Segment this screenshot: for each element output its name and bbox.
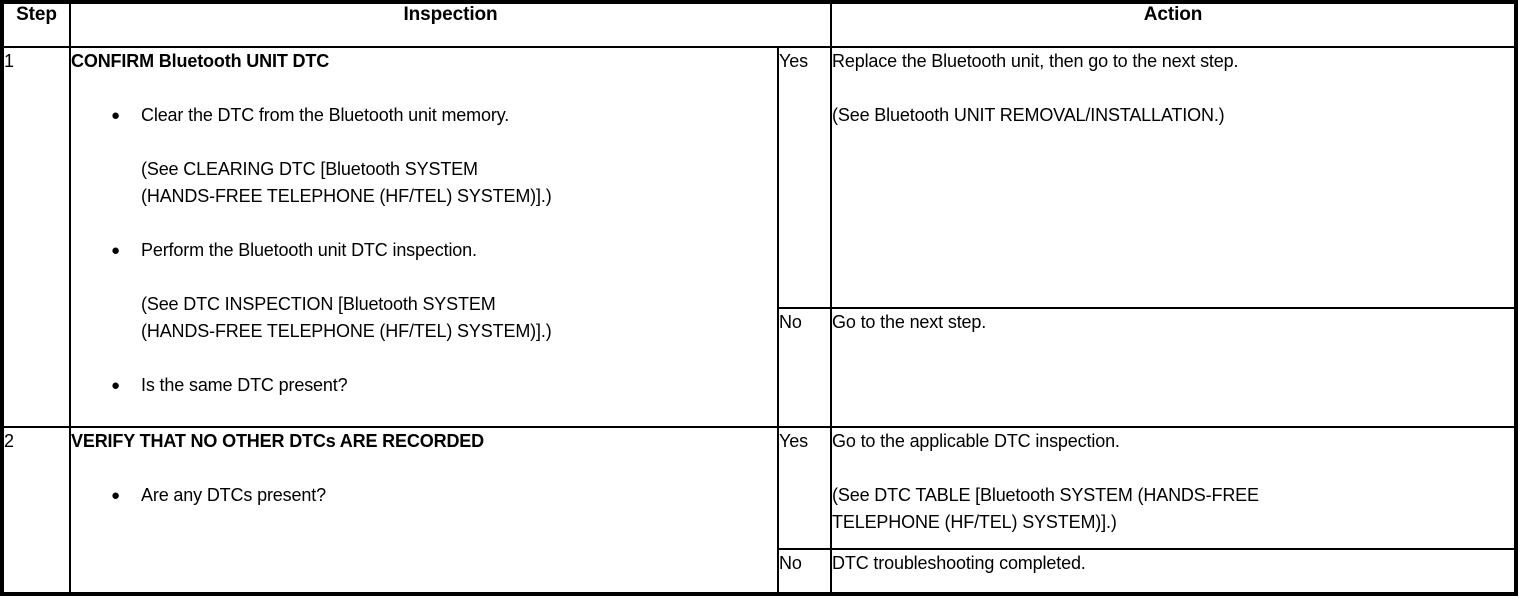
bullet-icon: ● bbox=[111, 487, 120, 504]
reference-line: (HANDS-FREE TELEPHONE (HF/TEL) SYSTEM)].… bbox=[141, 186, 552, 206]
action-cell: Replace the Bluetooth unit, then go to t… bbox=[830, 46, 1518, 309]
table-row: 1 CONFIRM Bluetooth UNIT DTC ● Clear the… bbox=[1, 46, 1518, 428]
inspection-column-header: Inspection bbox=[68, 1, 833, 48]
bullet-item: ● Perform the Bluetooth unit DTC inspect… bbox=[111, 237, 776, 264]
action-reference: (See DTC TABLE [Bluetooth SYSTEM (HANDS-… bbox=[832, 485, 1259, 532]
bullet-icon: ● bbox=[111, 107, 120, 124]
action-text: Replace the Bluetooth unit, then go to t… bbox=[832, 51, 1239, 71]
inspection-cell: VERIFY THAT NO OTHER DTCs ARE RECORDED ●… bbox=[69, 426, 779, 595]
inspection-title: CONFIRM Bluetooth UNIT DTC bbox=[71, 51, 330, 71]
bullet-icon: ● bbox=[111, 242, 120, 259]
reference-line: (See DTC INSPECTION [Bluetooth SYSTEM bbox=[141, 294, 496, 314]
yes-label: Yes bbox=[779, 431, 808, 451]
bullet-icon: ● bbox=[111, 377, 120, 394]
yes-label: Yes bbox=[779, 51, 808, 71]
table-row: 2 VERIFY THAT NO OTHER DTCs ARE RECORDED… bbox=[1, 426, 1518, 595]
header-row: Step Inspection Action bbox=[1, 1, 1518, 48]
no-cell: No bbox=[776, 548, 833, 595]
bullet-text: Perform the Bluetooth unit DTC inspectio… bbox=[141, 240, 477, 260]
bullet-text: Are any DTCs present? bbox=[141, 485, 326, 505]
reference-line: (See CLEARING DTC [Bluetooth SYSTEM bbox=[141, 159, 478, 179]
see-reference: (See CLEARING DTC [Bluetooth SYSTEM (HAN… bbox=[141, 156, 776, 210]
table-row: No DTC troubleshooting completed. bbox=[2, 548, 1518, 595]
bullet-text: Clear the DTC from the Bluetooth unit me… bbox=[141, 105, 510, 125]
see-reference: (See DTC INSPECTION [Bluetooth SYSTEM (H… bbox=[141, 291, 776, 345]
step-column-header: Step bbox=[1, 1, 71, 48]
action-cell: DTC troubleshooting completed. bbox=[830, 548, 1518, 595]
table-row: No Go to the next step. bbox=[2, 307, 1518, 428]
action-text: Go to the next step. bbox=[832, 312, 987, 332]
step-number: 1 bbox=[1, 46, 71, 428]
bullet-item: ● Are any DTCs present? bbox=[111, 482, 776, 509]
reference-line: (HANDS-FREE TELEPHONE (HF/TEL) SYSTEM)].… bbox=[141, 321, 552, 341]
action-cell: Go to the applicable DTC inspection. (Se… bbox=[830, 426, 1518, 550]
action-cell: Go to the next step. bbox=[830, 307, 1518, 428]
inspection-cell: CONFIRM Bluetooth UNIT DTC ● Clear the D… bbox=[69, 46, 779, 428]
no-label: No bbox=[779, 312, 802, 332]
no-label: No bbox=[779, 553, 802, 573]
no-cell: No bbox=[776, 307, 833, 428]
inspection-title: VERIFY THAT NO OTHER DTCs ARE RECORDED bbox=[71, 431, 484, 451]
action-text: DTC troubleshooting completed. bbox=[832, 553, 1086, 573]
bullet-item: ● Clear the DTC from the Bluetooth unit … bbox=[111, 102, 776, 129]
yes-cell: Yes bbox=[776, 426, 833, 550]
bullet-item: ● Is the same DTC present? bbox=[111, 372, 776, 399]
bullet-text: Is the same DTC present? bbox=[141, 375, 348, 395]
step-number: 2 bbox=[1, 426, 71, 595]
action-reference: (See Bluetooth UNIT REMOVAL/INSTALLATION… bbox=[832, 105, 1225, 125]
action-text: Go to the applicable DTC inspection. bbox=[832, 431, 1120, 451]
yes-cell: Yes bbox=[776, 46, 833, 309]
action-column-header: Action bbox=[830, 1, 1518, 48]
